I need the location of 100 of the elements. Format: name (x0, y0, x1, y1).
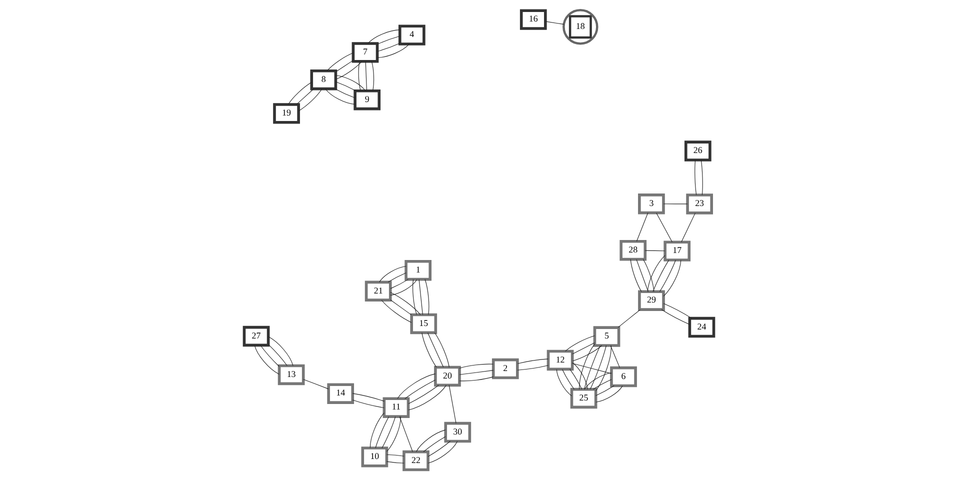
connector (364, 61, 367, 91)
node-box: 28 (619, 240, 646, 261)
connector (352, 400, 384, 408)
connector (644, 250, 665, 252)
connector (572, 363, 612, 374)
connector (418, 279, 422, 315)
node-box: 5 (592, 326, 620, 347)
connector (370, 61, 374, 91)
connector (556, 369, 572, 396)
connector (569, 368, 582, 390)
node-box: 2 (491, 358, 518, 380)
connector (656, 212, 672, 242)
connector (334, 61, 362, 80)
connector (386, 454, 404, 456)
connector (334, 88, 355, 98)
node-box: 16 (519, 9, 546, 30)
connector (412, 279, 416, 315)
connector (352, 393, 384, 402)
connector (415, 430, 446, 452)
connector (408, 384, 438, 404)
connector (578, 344, 594, 390)
connector (334, 75, 366, 92)
connector (376, 36, 400, 45)
connector (378, 266, 406, 282)
connector (386, 461, 404, 464)
connector (544, 21, 564, 25)
connector (516, 358, 548, 364)
node-box: 14 (326, 383, 354, 404)
node-box: 7 (351, 42, 378, 63)
connector (564, 335, 594, 352)
connector (381, 416, 396, 448)
connector (595, 386, 614, 396)
connector (376, 42, 400, 52)
node-box: 8 (310, 70, 337, 90)
node-box: 3 (638, 194, 664, 214)
connector (584, 345, 600, 390)
connector (288, 82, 312, 105)
connector (268, 344, 287, 366)
connector (367, 30, 400, 44)
node-box: 23 (686, 194, 712, 214)
node-box: 26 (684, 140, 711, 162)
connector (260, 344, 279, 367)
connector (592, 379, 612, 390)
node-box: 9 (353, 89, 380, 110)
connector (662, 260, 681, 296)
node-box: 12 (546, 350, 574, 371)
connector (387, 272, 406, 282)
connector (595, 386, 622, 402)
connector (358, 61, 360, 91)
connector (390, 292, 420, 315)
connector (694, 160, 696, 196)
node-box: 15 (410, 313, 437, 334)
connector (422, 436, 446, 452)
connector (572, 345, 602, 362)
node-box: 11 (382, 397, 410, 418)
connector (562, 369, 574, 390)
connector (376, 44, 409, 58)
connector (408, 384, 446, 410)
connector (458, 376, 494, 382)
connector (589, 345, 606, 390)
node-box: 21 (364, 280, 392, 302)
node-box: 24 (688, 316, 715, 338)
connector (662, 303, 692, 319)
connector (326, 52, 353, 72)
connector (636, 259, 648, 292)
connector (369, 412, 384, 448)
node-box: 27 (242, 326, 270, 347)
connector (324, 88, 355, 105)
connector (427, 441, 458, 464)
connector (630, 259, 642, 292)
node-box: 25 (570, 388, 597, 409)
node-box: 17 (663, 240, 690, 262)
node-box: 1 (404, 260, 431, 281)
connector (390, 279, 408, 289)
connector (448, 384, 456, 424)
node-box: 10 (360, 446, 388, 468)
node-box: 13 (277, 364, 304, 386)
node-box: 4 (398, 24, 425, 46)
connector (390, 279, 417, 296)
node-box: 29 (638, 290, 664, 311)
connector (572, 342, 594, 354)
connector (302, 379, 328, 390)
connector (610, 345, 620, 368)
connector (660, 309, 690, 325)
node-box: 30 (444, 422, 471, 443)
node-box: 6 (610, 366, 636, 388)
connector (335, 60, 353, 72)
connector (458, 364, 493, 368)
node-circle: 18 (562, 9, 598, 45)
connector (298, 88, 322, 112)
connector (434, 332, 449, 368)
connector (404, 380, 436, 399)
connector (254, 345, 279, 374)
connector (658, 260, 676, 292)
connector (424, 279, 429, 315)
connector (334, 81, 356, 92)
connector (268, 336, 293, 366)
node-box: 19 (272, 103, 300, 124)
connector (398, 416, 412, 452)
connector (380, 300, 412, 323)
